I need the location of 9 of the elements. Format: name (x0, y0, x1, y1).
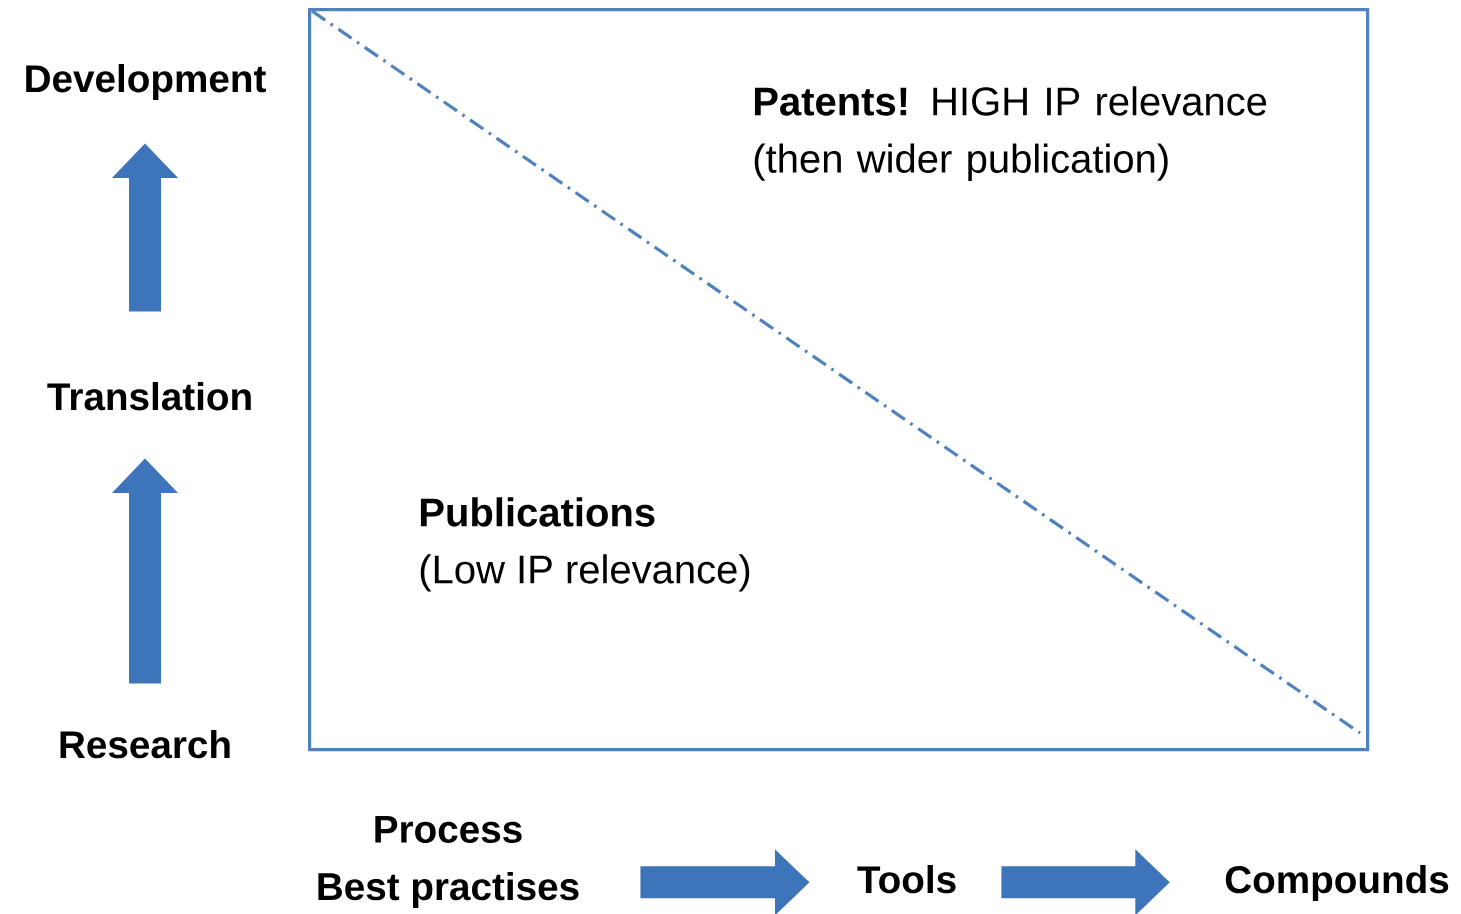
axis-label: Development (26, 64, 266, 101)
region-text: (Low IP relevance) (420, 554, 750, 592)
axis-label: Research (60, 730, 230, 759)
region-text: Patents! HIGH IP relevance (then wider publication) (754, 86, 1267, 181)
axis-label: Process Best practises (318, 816, 579, 908)
region-text: Publications (420, 497, 655, 527)
axis-label: Tools (857, 864, 956, 894)
axis-label: Translation (47, 382, 251, 411)
axis-label: Compounds (1225, 864, 1449, 902)
